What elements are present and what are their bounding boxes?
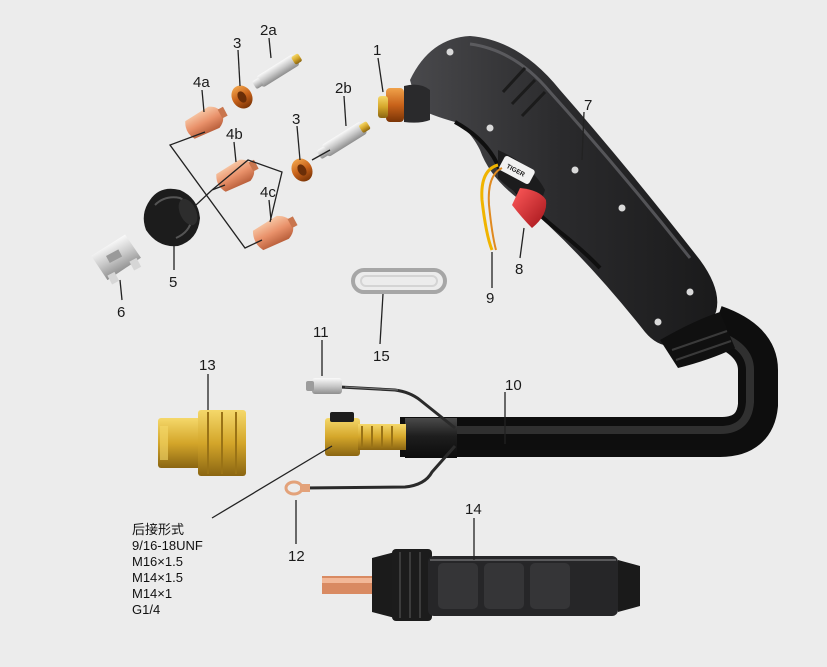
label-10: 10 (505, 377, 522, 394)
brand-plate: TIGER (499, 156, 535, 184)
note-line-title: 后接形式 (132, 522, 184, 537)
label-5: 5 (169, 274, 177, 291)
label-9: 9 (486, 290, 494, 307)
note-line-thread: 9/16-18UNF (132, 538, 203, 553)
head-ring-1 (378, 84, 430, 123)
swirl-ring-3a (231, 85, 253, 109)
label-6: 6 (117, 304, 125, 321)
electrode-2a (252, 53, 302, 89)
gasket-15 (351, 268, 447, 294)
power-connector (325, 412, 406, 456)
leader-lines (119, 37, 585, 560)
label-11: 11 (313, 324, 329, 341)
screw-icon (686, 288, 694, 296)
cable-10 (400, 306, 778, 458)
label-1: 1 (373, 42, 381, 59)
screw-icon (618, 204, 626, 212)
nozzle-option-lines (168, 131, 331, 249)
shield-cap-5 (143, 188, 200, 247)
label-4b: 4b (226, 126, 243, 143)
nozzle-4a (185, 106, 228, 139)
screw-icon (571, 166, 579, 174)
switch-wires-9 (480, 163, 503, 251)
torch-body-7: TIGER (410, 36, 735, 368)
electrode-2b (317, 121, 371, 159)
nozzle-4b (216, 159, 259, 192)
label-7: 7 (584, 97, 592, 114)
spacer-6 (91, 234, 142, 285)
note-line-thread: G1/4 (132, 602, 160, 617)
part-labels: 1 2a 2b 3 3 4a 4b 4c 5 6 7 8 9 10 11 12 … (117, 22, 592, 565)
label-3a: 3 (233, 35, 241, 52)
label-2b: 2b (335, 80, 352, 97)
screw-icon (446, 48, 454, 56)
label-13: 13 (199, 357, 216, 374)
nozzle-4c (252, 215, 298, 251)
note-line-thread: M14×1 (132, 586, 172, 601)
pilot-wire (339, 385, 456, 430)
trigger-8 (512, 188, 547, 228)
label-12: 12 (288, 548, 305, 565)
pilot-connector-11 (306, 378, 342, 394)
label-15: 15 (373, 348, 390, 365)
label-8: 8 (515, 261, 523, 278)
screw-icon (654, 318, 662, 326)
switch-cable (301, 445, 457, 490)
cable-end-14 (322, 549, 640, 621)
label-3b: 3 (292, 111, 300, 128)
label-14: 14 (465, 501, 482, 518)
label-4a: 4a (193, 74, 210, 91)
label-4c: 4c (260, 184, 276, 201)
terminal-12 (284, 480, 310, 496)
brass-adapter-13 (158, 410, 246, 476)
swirl-ring-3b (291, 158, 313, 182)
screw-icon (486, 124, 494, 132)
label-2a: 2a (260, 22, 277, 39)
note-line-thread: M14×1.5 (132, 570, 183, 585)
rear-connection-note: 后接形式 9/16-18UNF M16×1.5 M14×1.5 M14×1 G1… (132, 522, 203, 617)
note-line-thread: M16×1.5 (132, 554, 183, 569)
